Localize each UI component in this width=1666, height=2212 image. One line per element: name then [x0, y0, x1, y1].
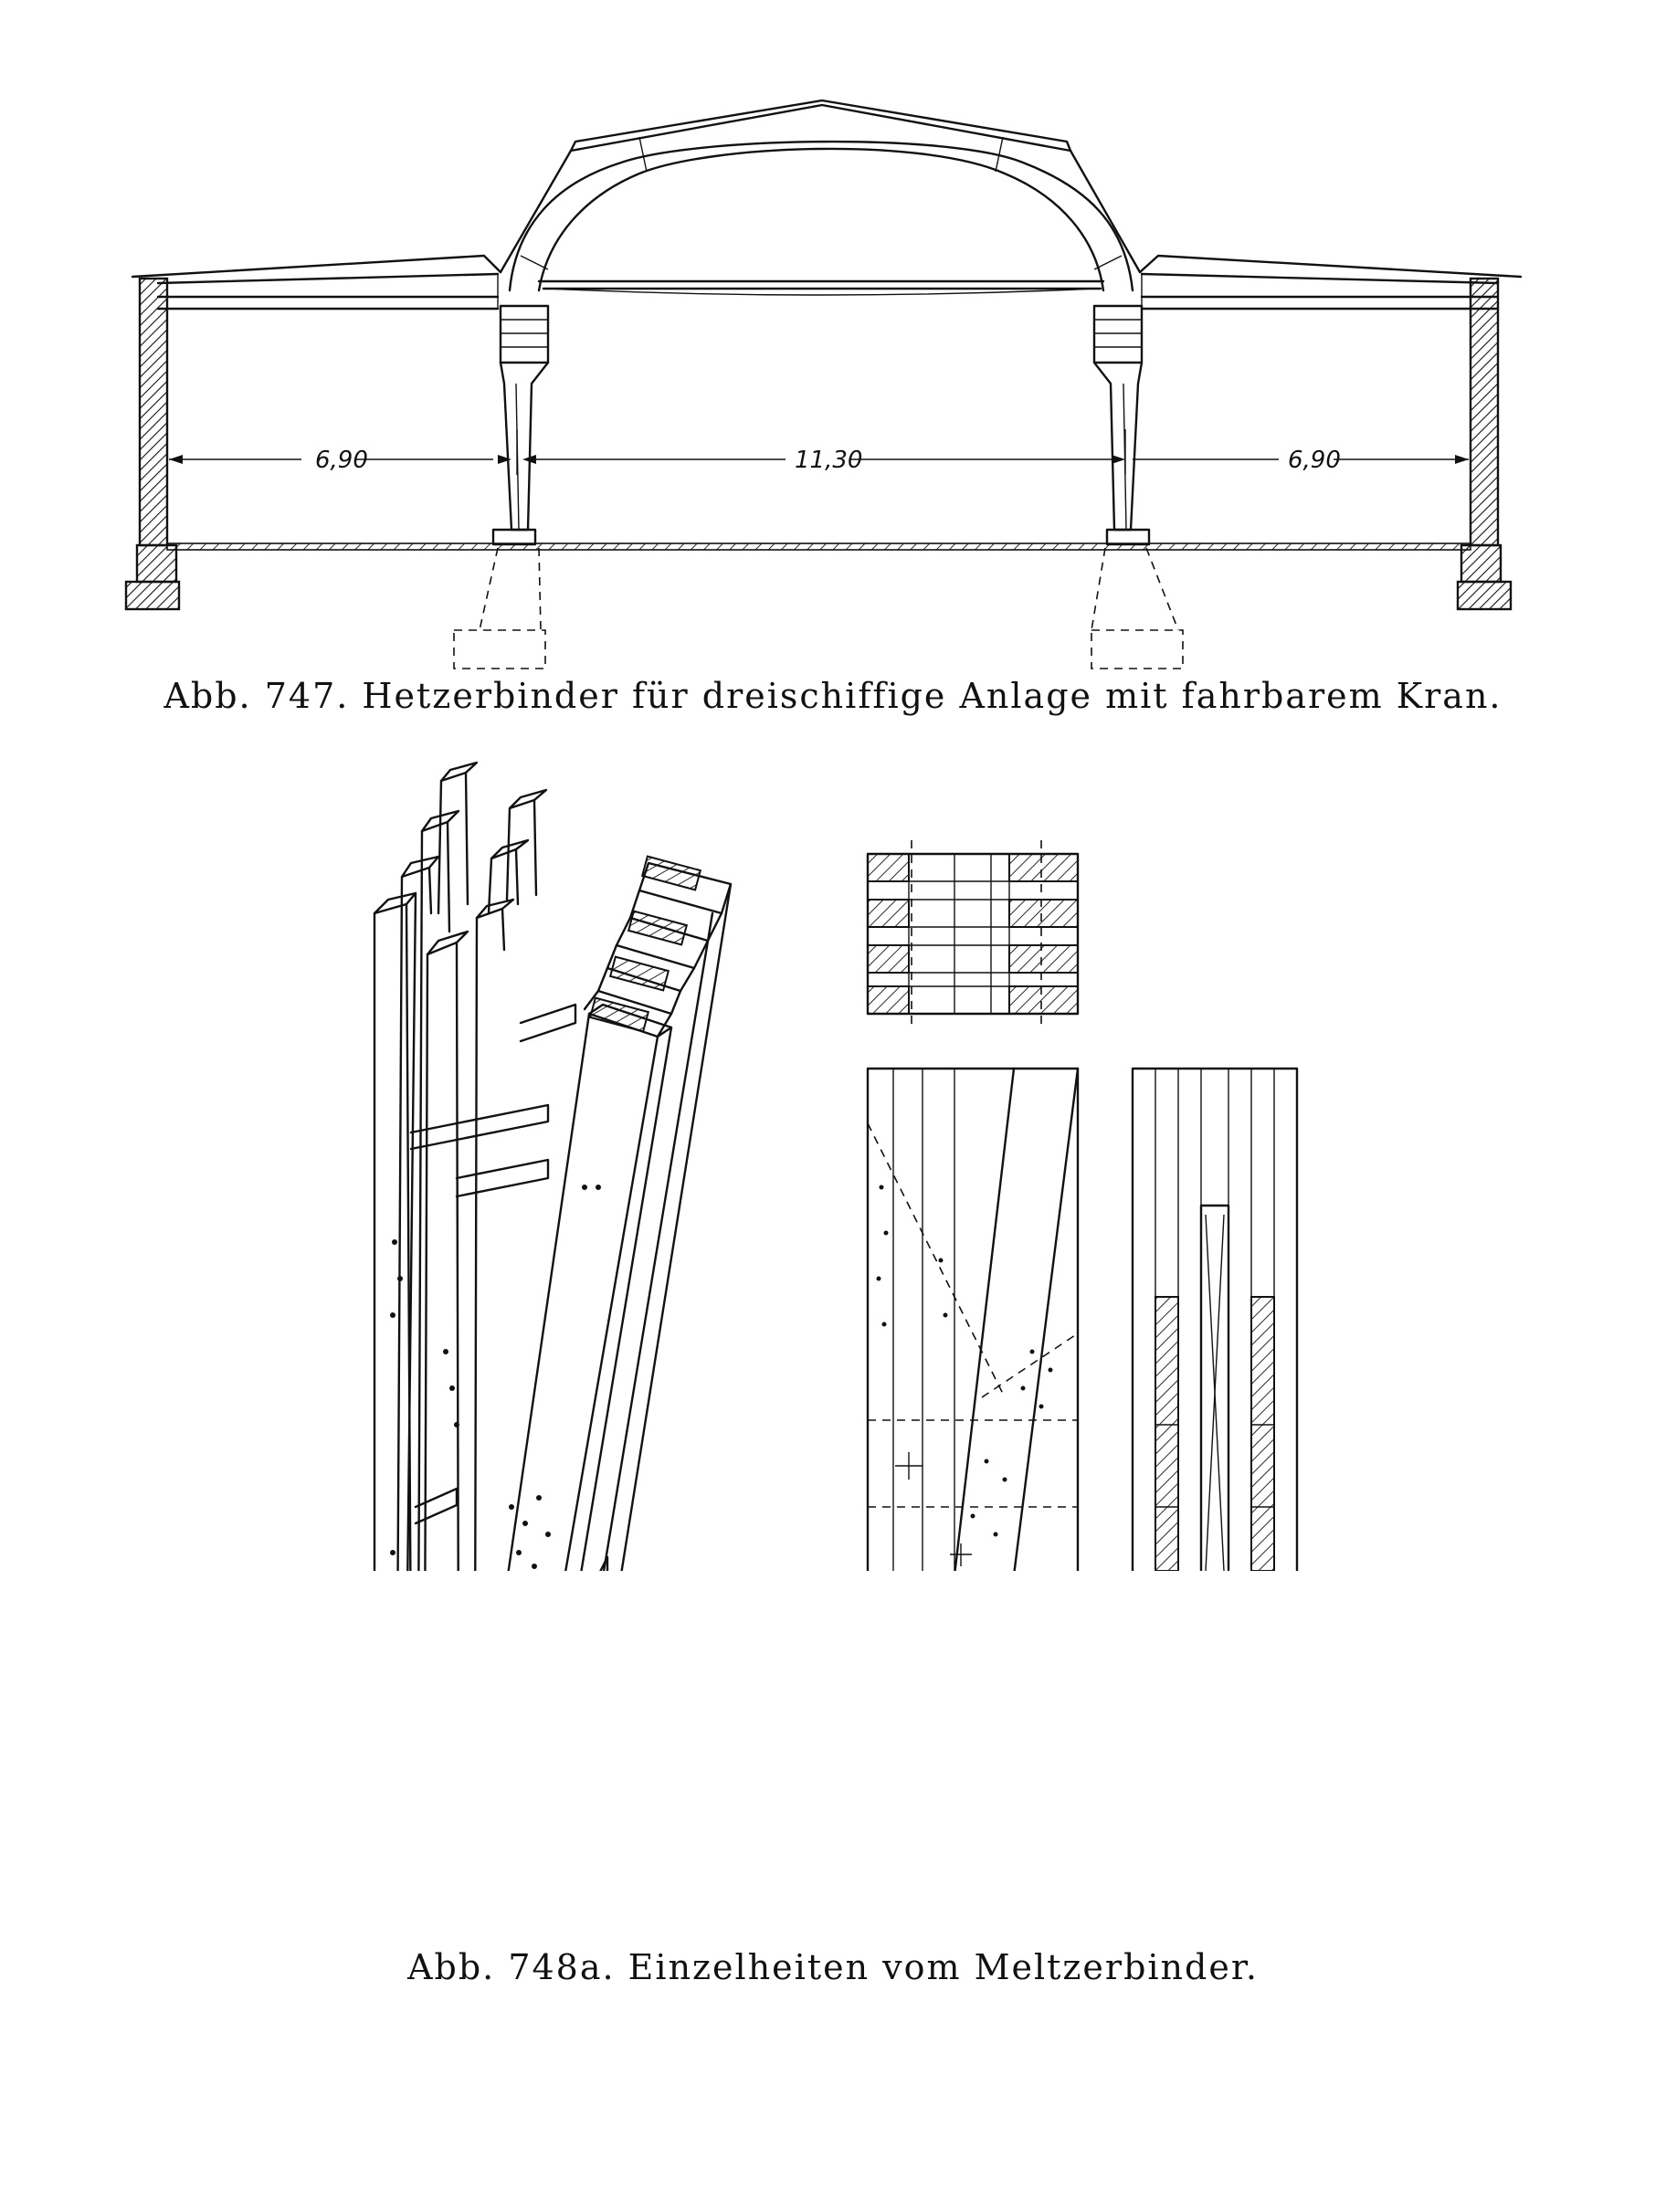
- left-side-roof: [131, 254, 502, 311]
- plan-view-top: [866, 840, 1080, 1027]
- figure-748a: [0, 749, 1666, 1571]
- nail-pattern: [390, 1185, 601, 1569]
- floor: [166, 542, 1471, 551]
- left-span-dimension: 6,90: [315, 447, 368, 474]
- dimension-line: [169, 429, 1469, 475]
- front-elevation: [866, 1067, 1080, 1571]
- cross-section-drawing: 6,90 11,30 6,90: [124, 99, 1523, 669]
- right-wall-footing: [1460, 543, 1503, 584]
- right-column-foundation: [1091, 547, 1184, 669]
- central-arch-truss: [499, 99, 1142, 296]
- right-span-dimension: 6,90: [1288, 447, 1341, 474]
- middle-span-dimension: 11,30: [795, 447, 862, 474]
- left-column: [491, 304, 550, 546]
- detail-drawings: [373, 761, 1299, 1571]
- left-wall-base: [124, 580, 181, 611]
- right-wall-base: [1456, 580, 1513, 611]
- right-wall: [1469, 277, 1500, 547]
- left-column-foundation: [453, 547, 546, 669]
- perspective-binder-foot: [373, 761, 733, 1571]
- right-side-roof: [1138, 254, 1523, 311]
- right-column: [1092, 304, 1151, 546]
- figure-748a-caption: Abb. 748a. Einzelheiten vom Meltzerbinde…: [407, 1947, 1259, 1987]
- side-elevation: [1131, 1067, 1299, 1571]
- left-wall: [138, 277, 169, 547]
- left-wall-footing: [135, 543, 178, 584]
- figure-747: 6,90 11,30 6,90: [0, 0, 1666, 712]
- figure-747-caption: Abb. 747. Hetzerbinder für dreischiffige…: [163, 676, 1503, 716]
